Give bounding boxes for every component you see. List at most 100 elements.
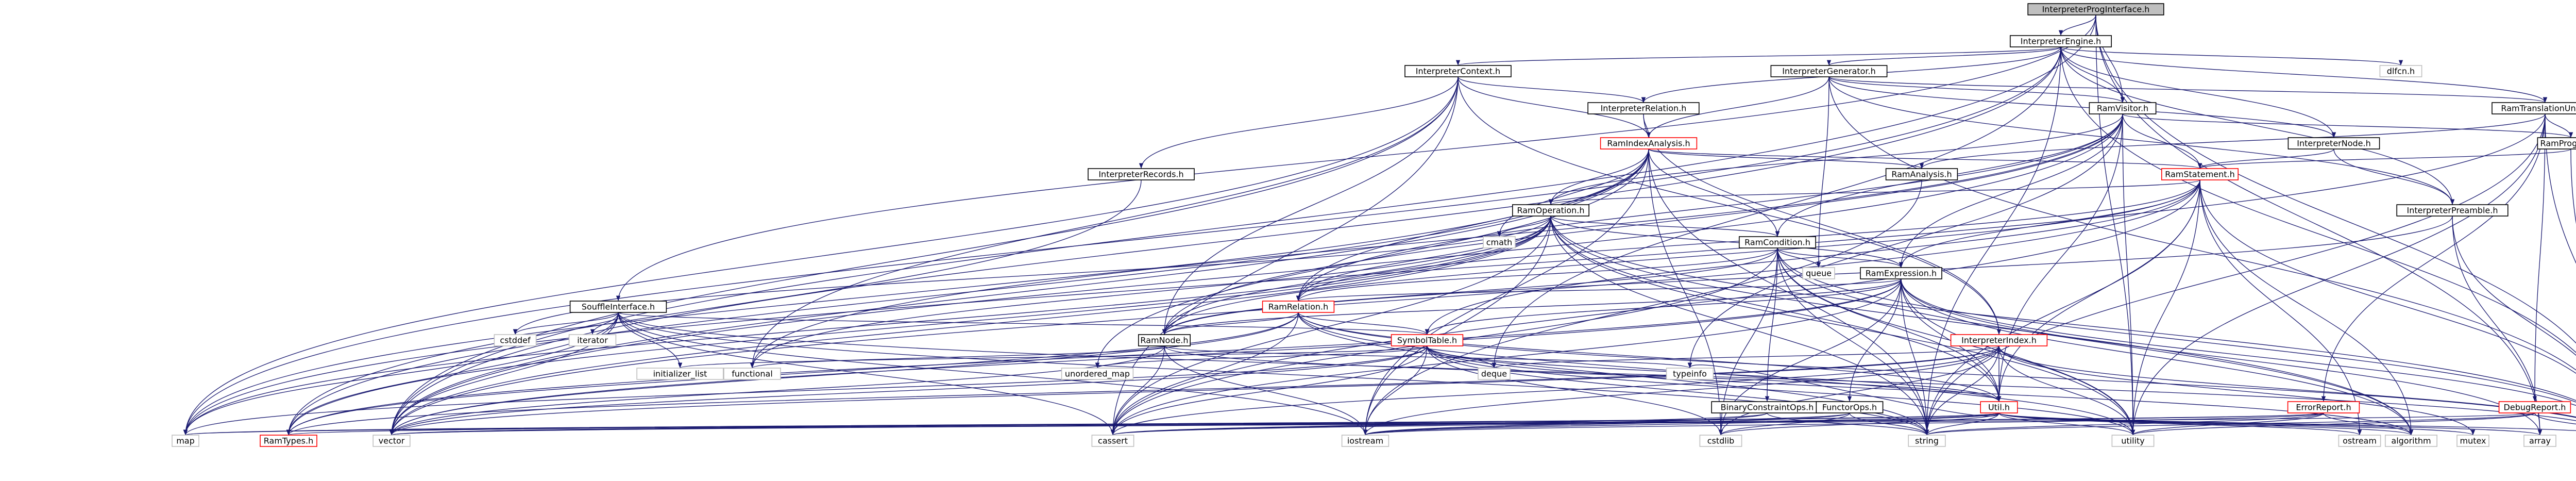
- node-interpreterrecords-h[interactable]: InterpreterRecords.h: [1088, 168, 1195, 180]
- edge-generator-to-interpPreamble: [1828, 76, 2455, 205]
- node-ramexpression-h[interactable]: RamExpression.h: [1860, 267, 1942, 279]
- edge-ramStatement-to-ramOperation: [1549, 179, 2200, 205]
- node-errorreport-h[interactable]: ErrorReport.h: [2287, 401, 2360, 413]
- edge-ramOperation-to-memory: [1550, 215, 2576, 401]
- edge-functorOps-to-iostream: [1363, 412, 1850, 436]
- edge-ramAnalysis-to-iostream: [1363, 179, 1922, 436]
- edge-ramExpression-to-functorOps: [1847, 278, 1902, 402]
- edge-interpRelation-to-interpIndex: [1643, 113, 2002, 335]
- edge-ramNode-to-typeinfo: [1164, 345, 1692, 369]
- edge-ramOperation-to-ramTypes: [286, 215, 1551, 436]
- node-box: [1404, 65, 1512, 77]
- edge-engine-to-interpPreamble: [2060, 46, 2455, 205]
- node-interpreterpreamble-h[interactable]: InterpreterPreamble.h: [2396, 204, 2509, 217]
- edge-engine-to-vector: [389, 46, 2061, 436]
- edge-ramNode-to-util: [1164, 345, 2001, 402]
- edge-ramStatement-to-util: [1996, 179, 2200, 402]
- node-label: InterpreterRelation.h: [1601, 104, 1687, 113]
- node-label: ErrorReport.h: [2296, 403, 2351, 412]
- node-interpreterrelation-h[interactable]: InterpreterRelation.h: [1587, 102, 1700, 114]
- edge-interpIndex-to-cstdlib: [1718, 345, 1999, 436]
- node-box: [494, 334, 537, 346]
- node-interpretergenerator-h[interactable]: InterpreterGenerator.h: [1770, 65, 1888, 77]
- node-label: RamExpression.h: [1866, 269, 1937, 278]
- edge-ramIndexAnalysis-to-cmath: [1497, 148, 1649, 237]
- node-binaryconstraintops-h[interactable]: BinaryConstraintOps.h: [1711, 401, 1823, 413]
- edge-ramStatement-to-ramNode: [1162, 179, 2200, 335]
- node-box: [1262, 301, 1335, 313]
- node-ramvisitor-h[interactable]: RamVisitor.h: [2089, 102, 2157, 114]
- node-ramcondition-h[interactable]: RamCondition.h: [1739, 236, 1817, 248]
- edge-engine-to-memory: [2060, 46, 2576, 353]
- node-ramtypes-h[interactable]: RamTypes.h: [260, 435, 317, 447]
- edge-ramIndexAnalysis-to-ramAnalysis: [1648, 148, 1924, 169]
- edge-translation-to-utility: [2130, 113, 2546, 436]
- edge-ramExpression-to-utility: [1901, 278, 2136, 436]
- node-label: SouffleInterface.h: [582, 302, 655, 312]
- node-label: ostream: [2343, 436, 2377, 446]
- node-box: [1341, 435, 1389, 447]
- edge-ramCondition-to-string: [1777, 247, 1929, 436]
- node-box: [1587, 102, 1700, 114]
- edge-interpNode-to-interpPreamble: [2333, 148, 2455, 205]
- node-util-h[interactable]: Util.h: [1980, 401, 2018, 413]
- edge-util-to-cassert: [1111, 412, 1999, 436]
- edge-symbolTable-to-deque: [1427, 345, 1497, 369]
- edge-ramRelation-to-symbolTable: [1298, 312, 1430, 335]
- node-interpreterengine-h[interactable]: InterpreterEngine.h: [2010, 35, 2112, 47]
- node-ramindexanalysis-h[interactable]: RamIndexAnalysis.h: [1600, 137, 1698, 150]
- node-box: [1770, 65, 1888, 77]
- edge-ramNode-to-iostream: [1164, 345, 1368, 436]
- edge-util-to-algorithm: [1998, 412, 2413, 436]
- edge-interpIndex-to-ramTypes: [286, 345, 1999, 436]
- edge-ramCondition-to-ramNode: [1162, 247, 1778, 335]
- node-box: [2396, 204, 2509, 217]
- edge-ramStatement-to-ostream: [2199, 179, 2362, 436]
- node-interpreternode-h[interactable]: InterpreterNode.h: [2287, 137, 2380, 150]
- node-ramrelation-h[interactable]: RamRelation.h: [1262, 301, 1335, 313]
- node-box: [2498, 401, 2571, 413]
- edge-interpNode-to-ramStatement: [2197, 148, 2334, 169]
- edge-context-to-interpRecords: [1139, 76, 1459, 169]
- edge-ramCondition-to-algorithm: [1777, 247, 2414, 436]
- node-ramanalysis-h[interactable]: RamAnalysis.h: [1885, 168, 1958, 180]
- edge-ramOperation-to-vector: [389, 215, 1551, 436]
- node-functorops-h[interactable]: FunctorOps.h: [1816, 401, 1884, 413]
- edge-ramExpression-to-string: [1901, 278, 1929, 436]
- node-ramnode-h[interactable]: RamNode.h: [1138, 334, 1191, 346]
- edge-util-to-ramTypes: [287, 412, 1999, 436]
- edge-symbolTable-to-vector: [389, 345, 1428, 436]
- edge-interpIndex-to-vector: [389, 345, 1999, 436]
- edge-root-to-array: [2095, 14, 2543, 436]
- edge-engine-to-map: [183, 46, 2061, 436]
- node-utility: utility: [2111, 435, 2155, 447]
- node-ramprogram-h[interactable]: RamProgram.h: [2537, 137, 2576, 150]
- edge-ramOperation-to-string: [1550, 215, 1929, 436]
- node-box: [1512, 204, 1590, 217]
- edge-souffleInterface-to-iostream: [618, 312, 1368, 436]
- node-box: [372, 435, 411, 447]
- edge-symbolTable-to-unorderedMap: [1095, 345, 1428, 369]
- node-interpreterindex-h[interactable]: InterpreterIndex.h: [1950, 334, 2048, 346]
- edge-ramIndexAnalysis-to-ramOperation: [1548, 148, 1649, 205]
- edge-context-to-interpRelation: [1458, 76, 1646, 103]
- node-ramtranslationunit-h[interactable]: RamTranslationUnit.h: [2492, 102, 2576, 114]
- node-interpreterproginterface-h[interactable]: InterpreterProgInterface.h: [2027, 3, 2164, 15]
- node-souffleinterface-h[interactable]: SouffleInterface.h: [569, 301, 667, 313]
- edge-souffleInterface-to-string: [618, 312, 1929, 436]
- node-symboltable-h[interactable]: SymbolTable.h: [1391, 334, 1464, 346]
- node-queue: queue: [1802, 267, 1835, 279]
- edge-symbolTable-to-map: [183, 345, 1428, 436]
- node-ramstatement-h[interactable]: RamStatement.h: [2161, 168, 2239, 180]
- edge-interpIndex-to-mutex: [1998, 345, 2476, 436]
- edge-generator-to-ramIndexAnalysis: [1646, 76, 1829, 138]
- edge-generator-to-queue: [1816, 76, 1829, 268]
- node-iterator: iterator: [568, 334, 617, 346]
- node-debugreport-h[interactable]: DebugReport.h: [2498, 401, 2571, 413]
- node-label: DebugReport.h: [2504, 403, 2566, 412]
- edge-root-to-utility: [2095, 14, 2136, 436]
- node-interpretercontext-h[interactable]: InterpreterContext.h: [1404, 65, 1512, 77]
- node-ramoperation-h[interactable]: RamOperation.h: [1512, 204, 1590, 217]
- node-label: RamRelation.h: [1268, 302, 1329, 312]
